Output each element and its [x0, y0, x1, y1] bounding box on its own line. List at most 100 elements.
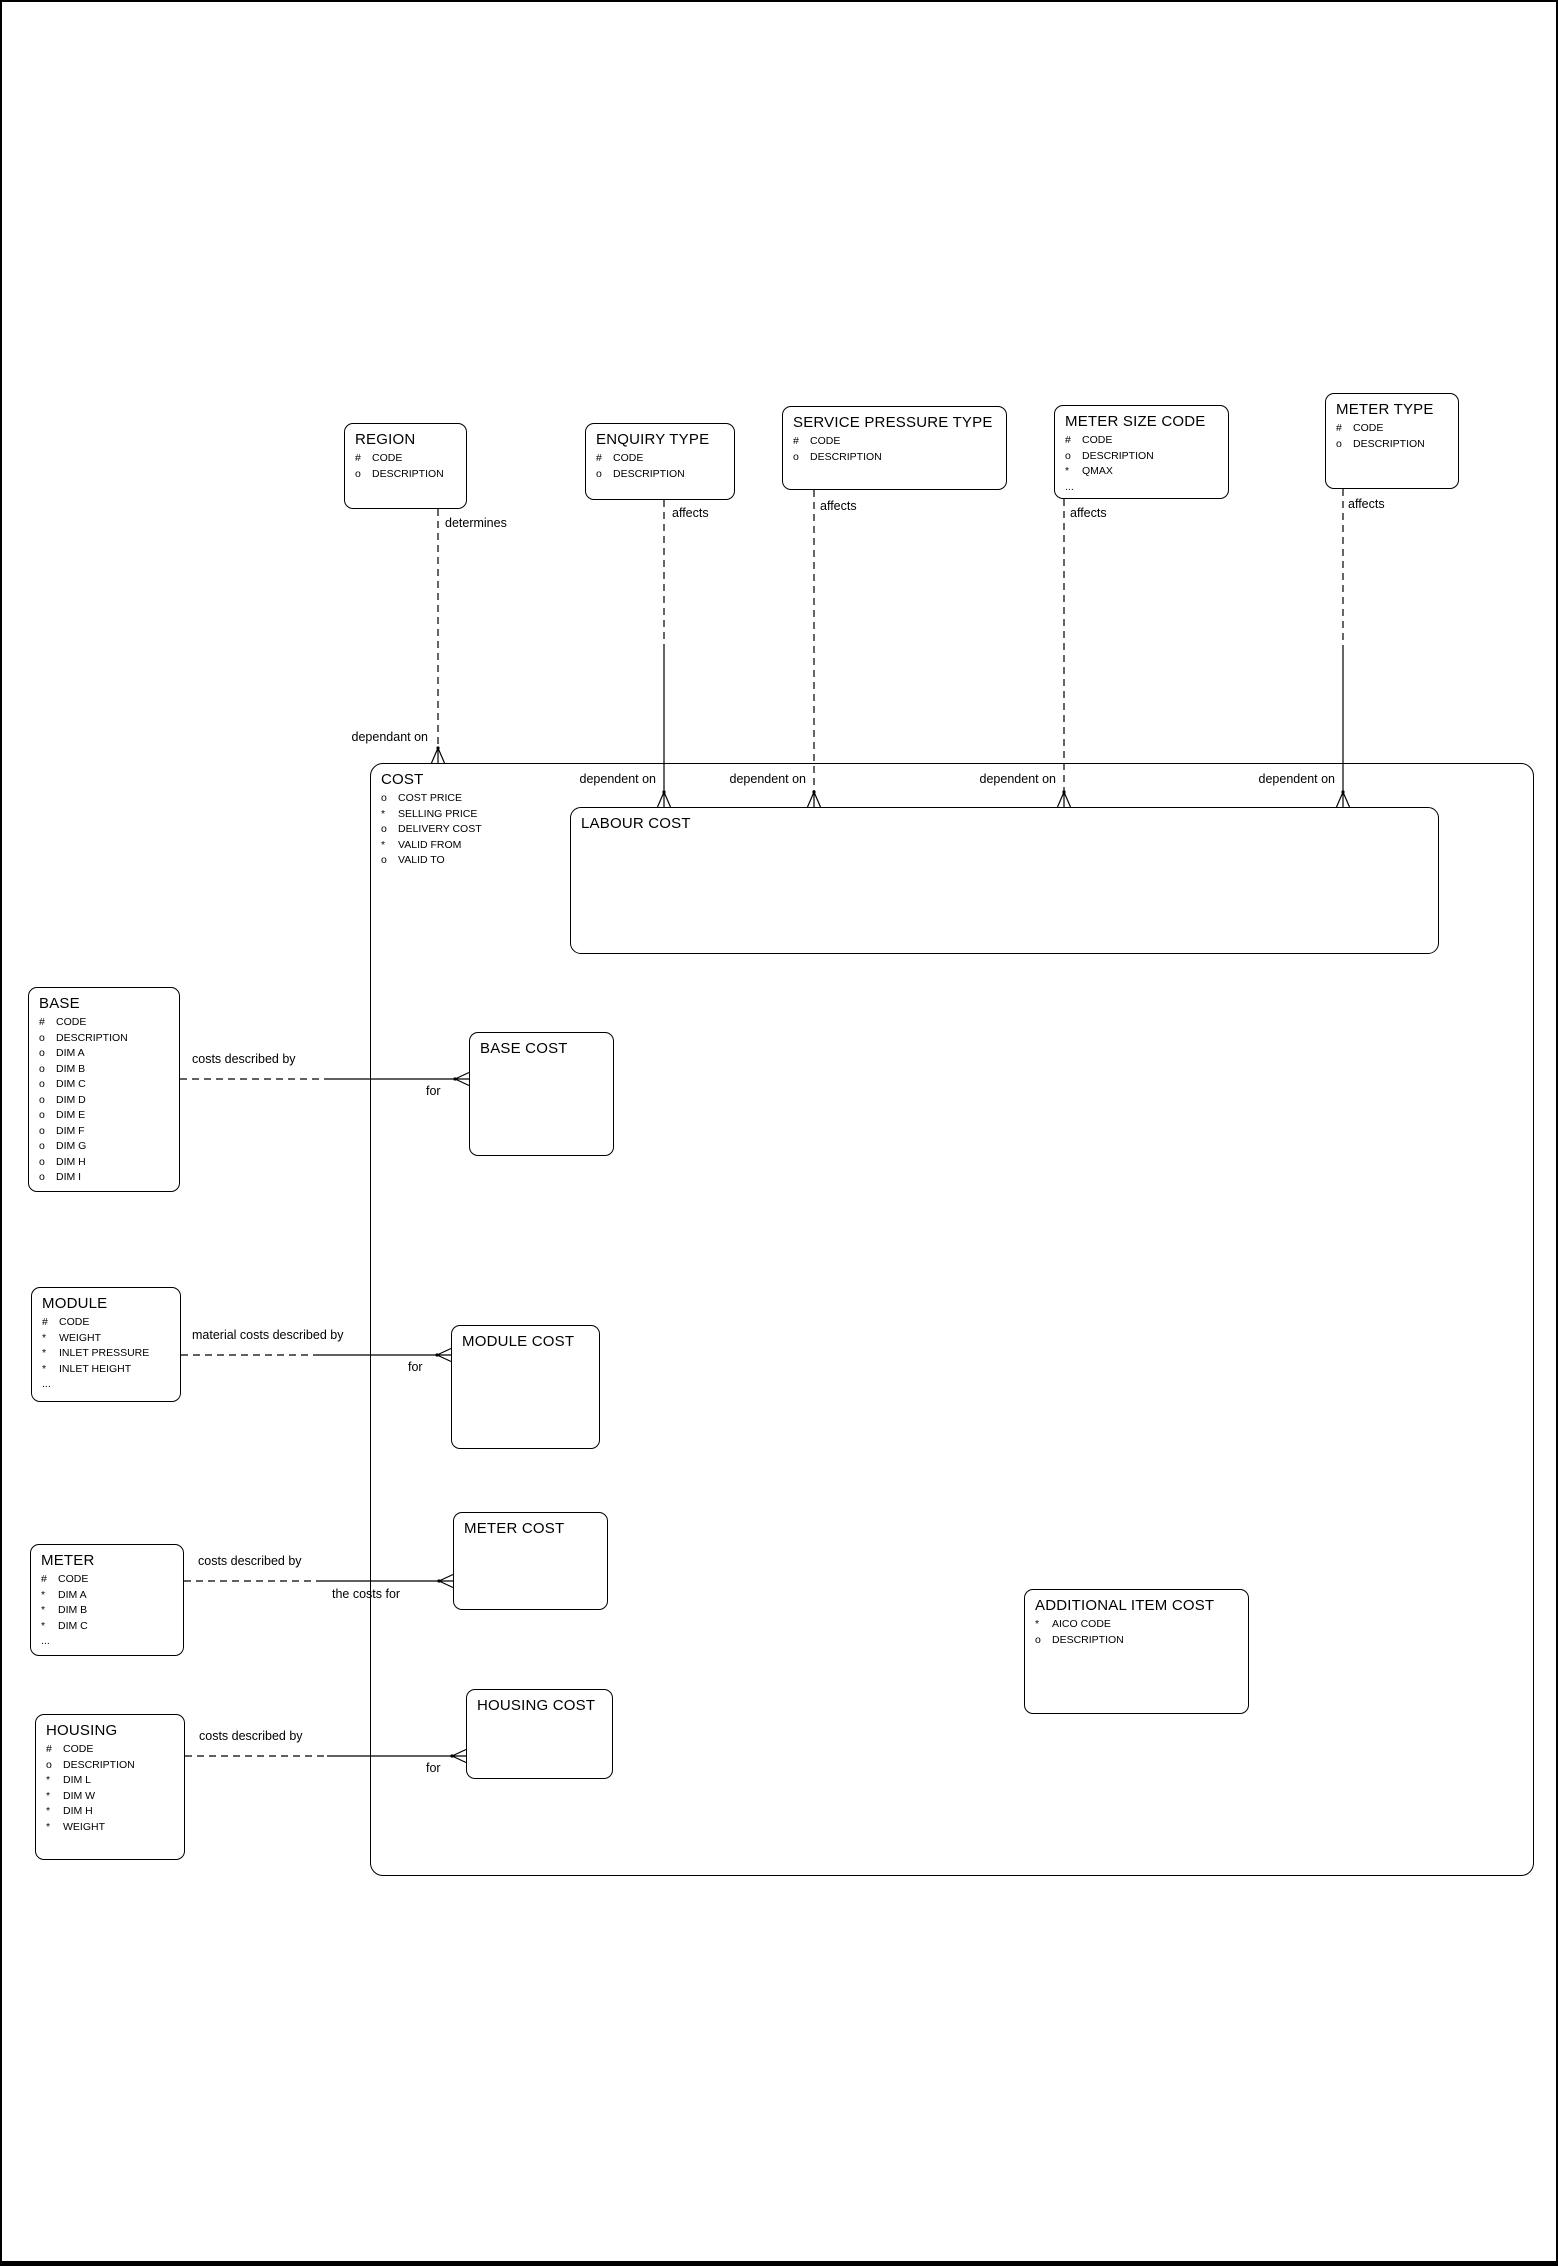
- attribute-row: ...: [42, 1378, 51, 1390]
- attribute-row: *DIM L: [46, 1774, 92, 1786]
- entity-housing-cost[interactable]: HOUSING COST: [466, 1689, 613, 1779]
- attribute-row: *VALID FROM: [381, 838, 462, 851]
- attribute-row: ...: [41, 1635, 50, 1647]
- entity-meter-cost[interactable]: METER COST: [453, 1512, 608, 1610]
- attribute-row: *DIM H: [46, 1805, 93, 1817]
- attribute-row: #CODE: [41, 1573, 89, 1585]
- entity-title: METER: [41, 1552, 95, 1569]
- attribute-row: *INLET HEIGHT: [42, 1362, 132, 1375]
- relationship-label-for: for: [426, 1761, 441, 1775]
- edge-service-pressure-type-labour-cost: [806, 490, 822, 808]
- attribute-row: #CODE: [42, 1316, 90, 1328]
- relationship-label-costs-described-by: costs described by: [199, 1729, 303, 1743]
- attribute-list: #CODE *WEIGHT *INLET PRESSURE *INLET HEIGHT…: [42, 1315, 171, 1393]
- attribute-row: *SELLING PRICE: [381, 807, 478, 820]
- relationship-label-determines: determines: [445, 516, 507, 530]
- entity-title: BASE: [39, 995, 80, 1012]
- entity-title: REGION: [355, 431, 416, 448]
- entity-title: HOUSING COST: [477, 1697, 596, 1714]
- entity-labour-cost[interactable]: LABOUR COST: [570, 807, 1439, 954]
- attribute-row: #CODE: [46, 1743, 94, 1755]
- attribute-row: *WEIGHT: [46, 1820, 105, 1833]
- relationship-label-costs-described-by: costs described by: [198, 1554, 302, 1568]
- entity-title: MODULE: [42, 1295, 108, 1312]
- entity-title: HOUSING: [46, 1722, 118, 1739]
- attribute-row: #CODE: [1065, 434, 1113, 446]
- attribute-row: *QMAX: [1065, 465, 1113, 477]
- entity-title: METER TYPE: [1336, 401, 1434, 418]
- entity-title: METER COST: [464, 1520, 565, 1537]
- attribute-row: *DIM C: [41, 1619, 88, 1632]
- attribute-row: ...: [1065, 480, 1074, 493]
- attribute-row: *INLET PRESSURE: [42, 1347, 150, 1359]
- attribute-row: #CODE: [793, 435, 841, 447]
- entity-module[interactable]: MODULE #CODE *WEIGHT *INLET PRESSURE *INLET…: [31, 1287, 181, 1402]
- attribute-row: *DIM B: [41, 1604, 88, 1616]
- attribute-row: #CODE: [39, 1016, 87, 1028]
- attribute-list: #CODE *DIM A *DIM B *DIM C...: [41, 1572, 174, 1650]
- entity-title: MODULE COST: [462, 1333, 575, 1350]
- attribute-row: #CODE: [596, 452, 644, 464]
- attribute-row: *DIM W: [46, 1789, 96, 1802]
- relationship-label-for: for: [426, 1084, 441, 1098]
- attribute-row: *DIM A: [41, 1588, 87, 1601]
- entity-title: LABOUR COST: [581, 815, 691, 832]
- attribute-row: #CODE: [1336, 422, 1384, 434]
- relationship-label-for: for: [408, 1360, 423, 1374]
- relationship-label-affects: affects: [820, 499, 857, 513]
- relationship-label-dependent-on: dependent on: [579, 772, 656, 786]
- relationship-label-material-costs-described-by: material costs described by: [192, 1328, 344, 1342]
- entity-title: METER SIZE CODE: [1065, 413, 1206, 430]
- relationship-label-costs-described-by: costs described by: [192, 1052, 296, 1066]
- relationship-label-affects: affects: [1348, 497, 1385, 511]
- entity-title: SERVICE PRESSURE TYPE: [793, 414, 993, 431]
- relationship-label-dependant-on: dependant on: [351, 730, 428, 744]
- entity-meter[interactable]: METER #CODE *DIM A *DIM B *DIM C...: [30, 1544, 184, 1656]
- relationship-label-dependent-on: dependent on: [979, 772, 1056, 786]
- entity-title: COST: [381, 771, 424, 788]
- edge-region-cost: [430, 509, 446, 764]
- attribute-row: *WEIGHT: [42, 1331, 101, 1344]
- entity-title: BASE COST: [480, 1040, 568, 1057]
- relationship-label-the-costs-for: the costs for: [332, 1587, 401, 1601]
- entity-base-cost[interactable]: BASE COST: [469, 1032, 614, 1156]
- entity-title: ENQUIRY TYPE: [596, 431, 710, 448]
- entity-module-cost[interactable]: MODULE COST: [451, 1325, 600, 1449]
- edge-meter-type-labour-cost: [1335, 489, 1351, 808]
- relationship-label-affects: affects: [1070, 506, 1107, 520]
